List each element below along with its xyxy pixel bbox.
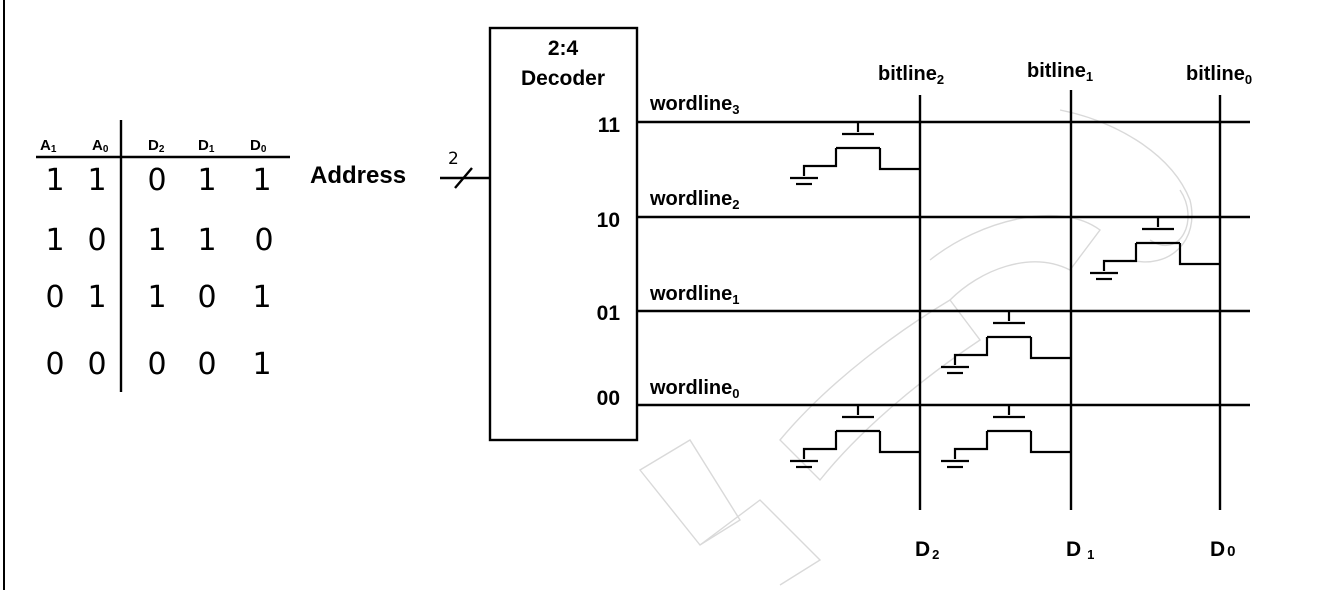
table-cell: 0 bbox=[45, 347, 64, 382]
table-cell: 0 bbox=[87, 347, 106, 382]
table-cell: 1 bbox=[147, 280, 166, 315]
table-cell: 1 bbox=[252, 163, 271, 198]
wordline-0-label: wordline0 bbox=[649, 377, 739, 401]
header-a1: A1 bbox=[40, 137, 57, 155]
transistor-cell bbox=[790, 122, 920, 186]
decoder-output-10: 10 bbox=[597, 209, 620, 232]
table-cell: 0 bbox=[197, 347, 216, 382]
table-row: 0 1 1 0 1 bbox=[45, 280, 271, 315]
decoder-output-00: 00 bbox=[597, 387, 620, 410]
table-cell: 1 bbox=[45, 163, 64, 198]
wordline-3-label: wordline3 bbox=[649, 93, 739, 117]
truth-table-headers: A1 A0 D2 D1 D0 bbox=[40, 137, 267, 155]
table-cell: 0 bbox=[197, 280, 216, 315]
table-cell: 1 bbox=[197, 163, 216, 198]
decoder-box bbox=[488, 26, 639, 442]
wordline-1-label: wordline1 bbox=[649, 283, 739, 307]
table-cell: 0 bbox=[147, 163, 166, 198]
decoder-title-ratio: 2:4 bbox=[548, 37, 579, 60]
decoder: 2:4 Decoder 11 10 01 00 bbox=[488, 26, 639, 442]
table-cell: 1 bbox=[252, 347, 271, 382]
table-row: 1 1 0 1 1 bbox=[45, 163, 271, 198]
table-cell: 0 bbox=[147, 347, 166, 382]
wordlines: wordline3 wordline2 wordline1 wordline0 bbox=[637, 93, 1250, 407]
table-cell: 1 bbox=[252, 280, 271, 315]
table-cell: 1 bbox=[147, 223, 166, 258]
table-cell: 1 bbox=[45, 223, 64, 258]
transistor-cell bbox=[1090, 217, 1220, 281]
bitline-2-label: bitline2 bbox=[878, 63, 944, 87]
table-cell: 0 bbox=[254, 223, 273, 258]
address-bus: Address 2 bbox=[310, 149, 490, 189]
decoder-output-01: 01 bbox=[597, 302, 621, 325]
bus-slash bbox=[454, 167, 473, 189]
transistor-cell bbox=[941, 311, 1071, 375]
transistor-cells bbox=[790, 122, 1220, 469]
bitline-0-label: bitline0 bbox=[1186, 63, 1252, 87]
transistor-cell bbox=[941, 405, 1071, 469]
table-cell: 1 bbox=[87, 163, 106, 198]
header-a0: A0 bbox=[92, 137, 109, 155]
table-cell: 1 bbox=[197, 223, 216, 258]
bus-width-label: 2 bbox=[448, 149, 459, 169]
table-row: 0 0 0 0 1 bbox=[45, 347, 271, 382]
truth-table-rows: 1 1 0 1 1 1 0 1 1 0 0 1 1 0 1 0 bbox=[45, 163, 273, 382]
table-cell: 1 bbox=[87, 280, 106, 315]
truth-table: A1 A0 D2 D1 D0 1 1 0 1 1 1 0 1 1 0 0 bbox=[36, 120, 290, 392]
header-d2: D2 bbox=[148, 137, 165, 155]
table-row: 1 0 1 1 0 bbox=[45, 223, 273, 258]
table-cell: 0 bbox=[87, 223, 106, 258]
watermark bbox=[638, 109, 1193, 586]
transistor-cell bbox=[790, 405, 920, 469]
decoder-output-11: 11 bbox=[598, 114, 621, 137]
header-d0: D0 bbox=[250, 137, 267, 155]
wordline-2-label: wordline2 bbox=[649, 188, 739, 212]
header-d1: D1 bbox=[198, 137, 215, 155]
address-label: Address bbox=[310, 162, 406, 189]
decoder-title: Decoder bbox=[521, 67, 605, 90]
bitline-1-label: bitline1 bbox=[1027, 60, 1093, 84]
table-cell: 0 bbox=[45, 280, 64, 315]
